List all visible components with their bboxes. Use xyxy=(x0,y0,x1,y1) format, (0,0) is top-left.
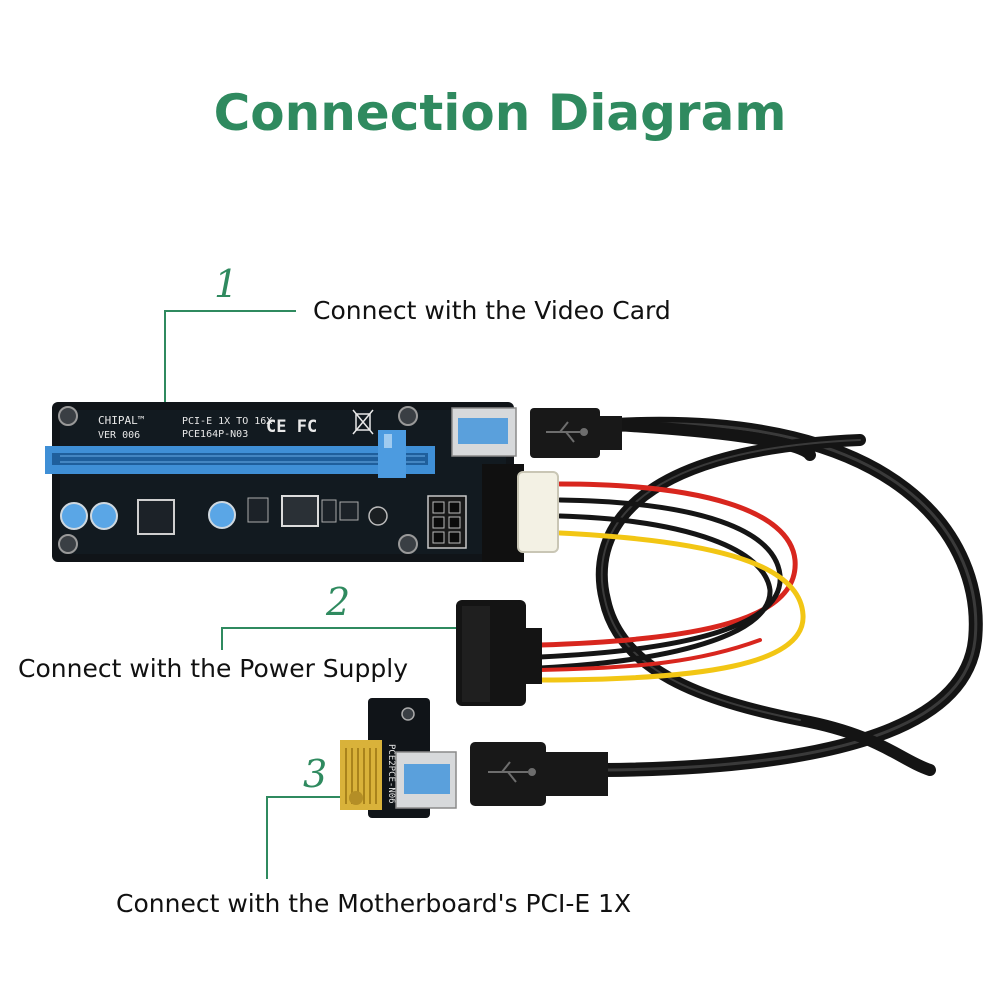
board-brand: CHIPAL™ xyxy=(98,414,144,427)
pcie-x1-adapter-board: PCE2PCE-N06 xyxy=(340,698,457,818)
usb-cable xyxy=(595,416,983,777)
mount-hole xyxy=(398,534,418,554)
callout-line-3 xyxy=(266,796,352,879)
step-label-2: Connect with the Power Supply xyxy=(18,654,409,683)
usb-icon xyxy=(488,761,536,783)
mount-hole xyxy=(58,406,78,426)
wire-black-2 xyxy=(537,513,773,671)
small-board-model: PCE2PCE-N06 xyxy=(386,744,396,804)
board-version: VER 006 xyxy=(98,430,140,441)
riser-board: CHIPAL™ VER 006 PCI-E 1X TO 16X PCE164P-… xyxy=(45,402,559,562)
voltage-regulator xyxy=(137,499,175,535)
usb-plug-bottom xyxy=(470,742,608,806)
usb-controller-chip xyxy=(281,495,319,527)
usb-plug-top xyxy=(530,408,622,458)
board-spec: PCI-E 1X TO 16X xyxy=(182,416,272,427)
step-label-1: Connect with the Video Card xyxy=(313,296,671,325)
step-number-3: 3 xyxy=(303,752,328,796)
sata-power-connector xyxy=(456,600,542,706)
mount-hole xyxy=(58,534,78,554)
step-number-2: 2 xyxy=(326,580,351,624)
step-label-3: Connect with the Motherboard's PCI-E 1X xyxy=(116,889,632,918)
wire-red-2 xyxy=(538,638,762,672)
step-number-1: 1 xyxy=(214,262,239,306)
board-marks: CE FC xyxy=(266,417,317,437)
page-title: Connection Diagram xyxy=(213,84,787,142)
mount-hole xyxy=(398,406,418,426)
usb-icon xyxy=(546,421,588,443)
capacitors xyxy=(60,501,388,530)
wire-red-1 xyxy=(537,481,798,648)
callout-line-2 xyxy=(221,627,458,650)
board-model: PCE164P-N03 xyxy=(182,429,248,440)
wire-yellow xyxy=(537,530,806,683)
recycle-bin-icon xyxy=(352,409,374,435)
power-wires xyxy=(537,481,806,683)
